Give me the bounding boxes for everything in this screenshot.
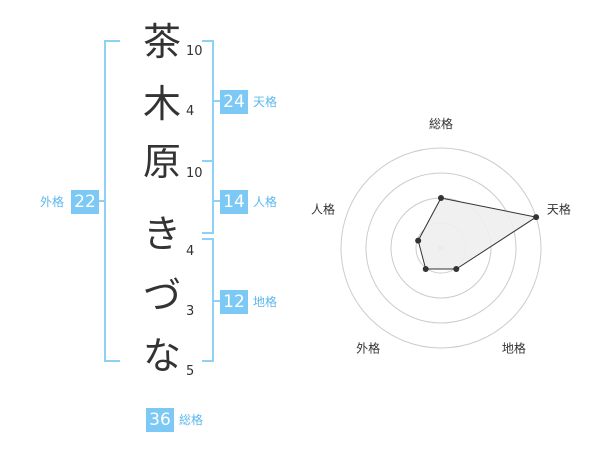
stroke-count-4: 4 <box>186 244 195 259</box>
jinkaku-value: 14 <box>220 190 248 214</box>
radar-point-3 <box>453 266 460 273</box>
jinkaku-label: 人格 <box>253 195 278 209</box>
name-char-1: 茶 <box>142 20 181 64</box>
radar-point-1 <box>438 195 444 201</box>
radar-area <box>417 197 538 270</box>
stroke-count-6: 5 <box>186 364 195 379</box>
radar-axis-label-1: 総格 <box>429 116 453 131</box>
radar-point-2 <box>533 214 540 221</box>
name-char-3: 原 <box>142 140 181 184</box>
chikaku-label: 地格 <box>253 295 278 309</box>
radar-axis-label-2: 天格 <box>547 202 571 217</box>
name-char-2: 木 <box>142 82 181 126</box>
name-char-4: き <box>142 212 181 256</box>
chikaku-connector <box>212 300 220 302</box>
radar-ring-4 <box>340 147 542 349</box>
gaikaku-value: 22 <box>71 190 99 214</box>
stroke-count-1: 10 <box>186 44 203 59</box>
jinkaku-bracket <box>202 160 214 234</box>
radar-axis-label-3: 地格 <box>502 340 526 355</box>
radar-axis-label-5: 人格 <box>311 202 335 217</box>
stroke-count-2: 4 <box>186 104 195 119</box>
gaikaku-connector <box>98 200 106 202</box>
radar-point-5 <box>415 237 422 244</box>
radar-axis-label-4: 外格 <box>356 340 380 355</box>
name-char-6: な <box>142 334 181 378</box>
stroke-count-3: 10 <box>186 166 203 181</box>
tenkaku-connector <box>212 100 220 102</box>
radar-ring-3 <box>365 172 517 324</box>
soukaku-label: 総格 <box>179 413 204 427</box>
soukaku-value: 36 <box>146 408 174 432</box>
stroke-count-5: 3 <box>186 304 195 319</box>
tenkaku-value: 24 <box>220 90 248 114</box>
name-char-5: づ <box>142 274 181 318</box>
jinkaku-connector <box>212 200 220 202</box>
radar-points <box>415 195 540 273</box>
radar-point-4 <box>422 266 429 273</box>
gaikaku-label: 外格 <box>40 195 65 209</box>
tenkaku-label: 天格 <box>253 95 278 109</box>
chikaku-value: 12 <box>220 290 248 314</box>
